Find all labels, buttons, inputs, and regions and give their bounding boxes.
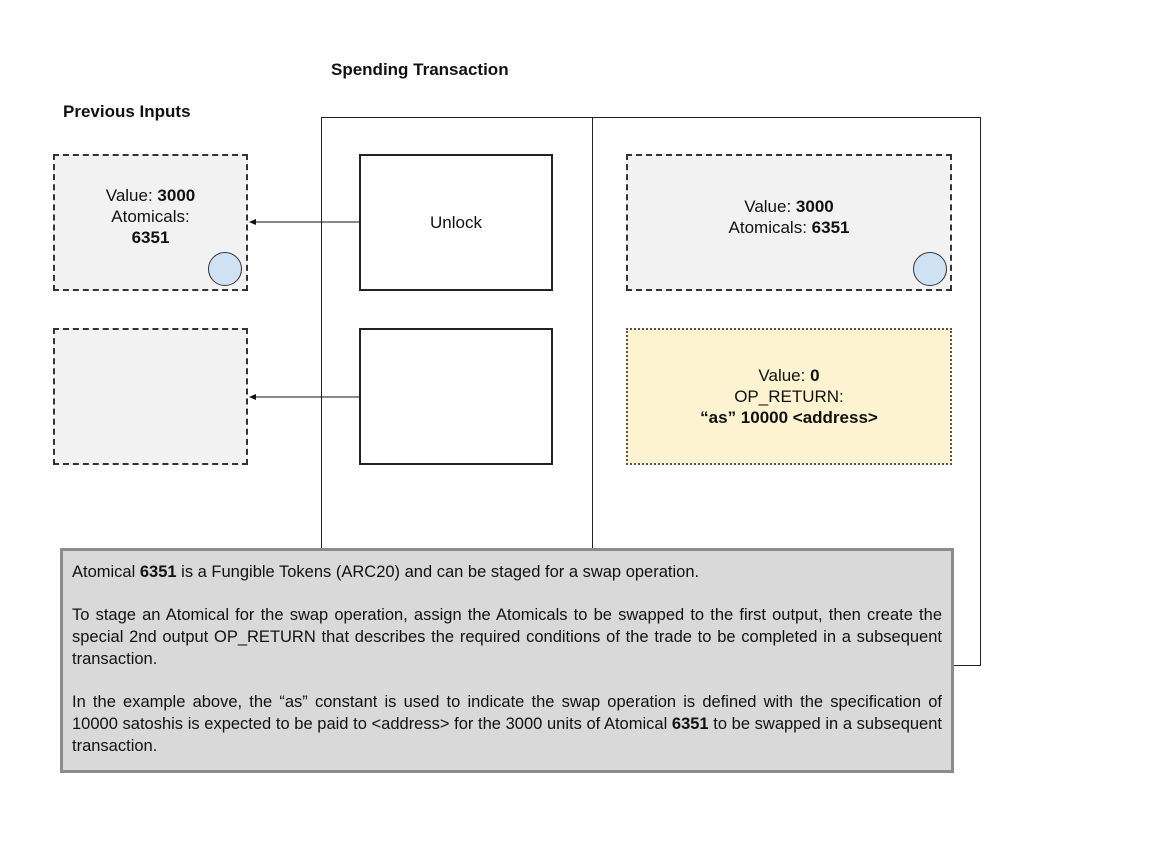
unlock-script-box: Unlock	[359, 154, 553, 291]
unlock-label: Unlock	[430, 212, 482, 232]
input-1-value-line: Value: 3000	[106, 185, 196, 206]
note-paragraph-1: Atomical 6351 is a Fungible Tokens (ARC2…	[72, 563, 700, 581]
value-label: Value:	[744, 196, 796, 216]
op-return-label: OP_RETURN:	[734, 387, 844, 406]
atomicals-label: Atomicals:	[111, 207, 190, 226]
input-1-atomical-id: 6351	[131, 228, 170, 247]
previous-input-1: Value: 3000 Atomicals: 6351	[53, 154, 248, 291]
note-paragraph-2: To stage an Atomical for the swap operat…	[72, 606, 942, 668]
value-label: Value:	[105, 186, 158, 205]
arrow-unlock-to-input-1	[249, 219, 359, 225]
previous-input-2	[53, 328, 248, 465]
explanation-note: Atomical 6351 is a Fungible Tokens (ARC2…	[60, 548, 954, 773]
output-1: Value: 3000 Atomicals: 6351	[626, 154, 952, 291]
op-return-output: Value: 0 OP_RETURN: “as” 10000 <address>	[626, 328, 952, 465]
note-paragraph-3: In the example above, the “as” constant …	[72, 693, 942, 755]
op-return-value: 0	[810, 366, 820, 385]
script-box-2	[359, 328, 553, 465]
previous-inputs-heading: Previous Inputs	[63, 102, 191, 121]
arrow-script-2-to-input-2	[249, 394, 359, 400]
output-1-atomicals-line: Atomicals: 6351	[729, 217, 850, 238]
atomical-token-icon	[208, 252, 242, 286]
output-1-atomical-id: 6351	[811, 217, 850, 237]
spending-transaction-heading: Spending Transaction	[331, 60, 509, 79]
output-1-value-line: Value: 3000	[744, 196, 834, 217]
op-return-payload: “as” 10000 <address>	[700, 408, 878, 427]
output-1-value: 3000	[795, 196, 834, 216]
atomicals-label: Atomicals:	[728, 217, 812, 237]
input-1-value: 3000	[157, 186, 196, 205]
inputs-outputs-divider	[592, 118, 593, 665]
atomical-token-icon	[913, 252, 947, 286]
value-label: Value:	[758, 366, 811, 385]
op-return-value-line: Value: 0	[758, 365, 819, 386]
